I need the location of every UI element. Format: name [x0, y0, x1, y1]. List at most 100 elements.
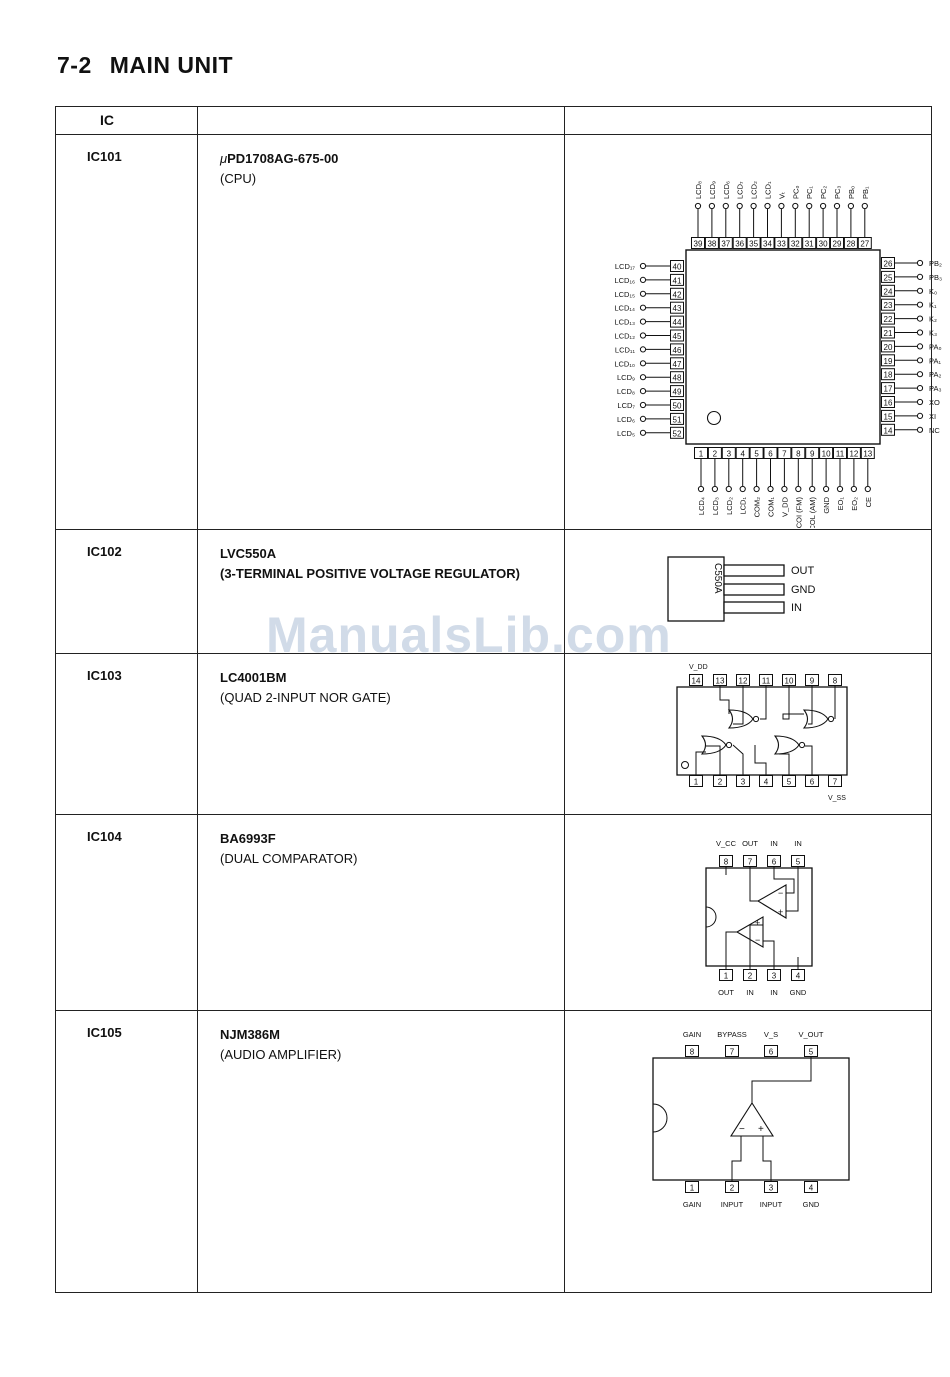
- nor-bubble: [798, 741, 806, 749]
- left-pin-box: [670, 273, 684, 286]
- top-pin-label: GAIN: [683, 1030, 701, 1039]
- bottom-pin: 2: [713, 450, 718, 459]
- top-pin: 31: [805, 240, 814, 249]
- pin-terminal: [767, 485, 774, 493]
- top-pin-label: OUT: [742, 839, 758, 848]
- bottom-pin: 2: [718, 778, 723, 787]
- pin-terminal: [916, 329, 924, 336]
- left-pin: 41: [673, 276, 682, 285]
- bottom-pin-label: GND: [790, 988, 807, 997]
- pin-terminal: [916, 412, 924, 419]
- right-pin: 16: [884, 399, 893, 408]
- top-pin: 29: [833, 240, 842, 249]
- right-pin-box: [881, 354, 895, 367]
- bottom-pin-box: [833, 447, 847, 459]
- mu-prefix: μ: [220, 151, 228, 166]
- pin-terminal: [750, 202, 757, 210]
- right-pin: 23: [884, 301, 893, 310]
- right-pin-box: [881, 423, 895, 436]
- header-ic: IC: [55, 106, 198, 135]
- bottom-pin-box: [805, 447, 820, 459]
- pin-terminal: [639, 415, 647, 422]
- pin-terminal: [916, 357, 924, 364]
- bottom-pin-label: IN: [746, 988, 754, 997]
- table-row: IC102 LVC550A (3-TERMINAL POSITIVE VOLTA…: [55, 529, 932, 654]
- top-pin-label: LCD₈: [694, 181, 703, 199]
- left-pin-label: LCD₇: [617, 401, 635, 410]
- bottom-pin-box: [764, 1181, 778, 1193]
- bottom-pin-label: INPUT: [721, 1200, 744, 1209]
- left-pin-box: [670, 287, 684, 300]
- bottom-pin-box: [721, 447, 736, 459]
- bottom-pin-box: [743, 969, 757, 981]
- right-pin-label: K₃: [929, 329, 937, 338]
- right-pin-box: [881, 382, 895, 395]
- bottom-pin: 10: [822, 450, 831, 459]
- bottom-pin: 13: [863, 450, 872, 459]
- top-pin-box: [725, 1045, 739, 1057]
- left-pin-label: LCD₁₆: [614, 276, 635, 285]
- amplifier: [729, 1101, 775, 1137]
- top-pin: 11: [762, 677, 771, 686]
- top-pin: 6: [769, 1048, 774, 1057]
- bottom-pin-box: [735, 447, 750, 459]
- pin-terminal: [916, 371, 924, 378]
- top-pin-box: [732, 237, 747, 249]
- pin-terminal: [916, 343, 924, 350]
- pin-terminal: [836, 485, 844, 493]
- dip8-amplifier-pinout: 8GAIN7BYPASS6V_S5V_OUT1GAIN2INPUT3INPUT4…: [652, 1030, 850, 1209]
- right-pin-label: K₂: [929, 315, 937, 324]
- pin-terminal: [722, 202, 729, 210]
- right-pin-label: K₀: [929, 287, 937, 296]
- right-pin-box: [881, 312, 895, 325]
- top-pin-box: [760, 237, 775, 249]
- vss-label: V_SS: [828, 795, 846, 802]
- top-pin-box: [713, 674, 727, 686]
- part-number: LC4001BM: [220, 670, 287, 685]
- top-pin-label: IN: [770, 839, 778, 848]
- bottom-pin: 12: [849, 450, 858, 459]
- pin-terminal: [725, 485, 732, 493]
- bottom-pin: 11: [836, 450, 845, 459]
- ic-part: BA6993F (DUAL COMPARATOR): [198, 815, 564, 869]
- right-pin: 15: [884, 412, 893, 421]
- bottom-pin: 3: [769, 1184, 774, 1193]
- bottom-pin: 3: [772, 972, 777, 981]
- bottom-pin-box: [725, 1181, 739, 1193]
- pin-terminal: [916, 259, 924, 267]
- bottom-pin-label: EO₁: [836, 497, 845, 511]
- ic-part: μPD1708AG-675-00 (CPU): [198, 135, 564, 189]
- top-pin-label: V_OUT: [798, 1030, 823, 1039]
- pin-terminal: [916, 398, 924, 406]
- pin-terminal: [639, 374, 647, 381]
- top-pin: 6: [772, 858, 777, 867]
- right-pin-box: [881, 409, 895, 422]
- part-number: PD1708AG-675-00: [227, 151, 339, 166]
- plus-sign: +: [755, 918, 760, 928]
- pin-terminal: [809, 485, 816, 493]
- bottom-pin: 6: [768, 450, 773, 459]
- right-pin-label: XO: [929, 398, 940, 407]
- top-pin-box: [782, 674, 796, 686]
- bottom-pin: 3: [727, 450, 732, 459]
- minus-sign: −: [755, 935, 760, 945]
- top-pin-box: [767, 855, 781, 867]
- bottom-pin: 5: [787, 778, 792, 787]
- pin-terminal: [864, 485, 871, 493]
- pin-terminal: [781, 485, 788, 493]
- bottom-pin-box: [782, 775, 796, 787]
- left-pin-label: LCD₈: [617, 387, 635, 396]
- top-pin-label: IN: [794, 839, 802, 848]
- table-row: IC103 LC4001BM (QUAD 2-INPUT NOR GATE) 1…: [55, 653, 932, 815]
- top-pin-box: [788, 237, 803, 249]
- top-pin: 5: [796, 858, 801, 867]
- top-pin: 10: [785, 677, 794, 686]
- bottom-pin-label: COM₂: [753, 497, 762, 517]
- minus-sign: −: [739, 1124, 745, 1135]
- top-pin-label: PC₀: [791, 185, 800, 199]
- dip8-body: [705, 867, 813, 967]
- bottom-pin-label: INPUT: [760, 1200, 783, 1209]
- bottom-pin: 1: [699, 450, 704, 459]
- left-pin: 40: [673, 263, 682, 272]
